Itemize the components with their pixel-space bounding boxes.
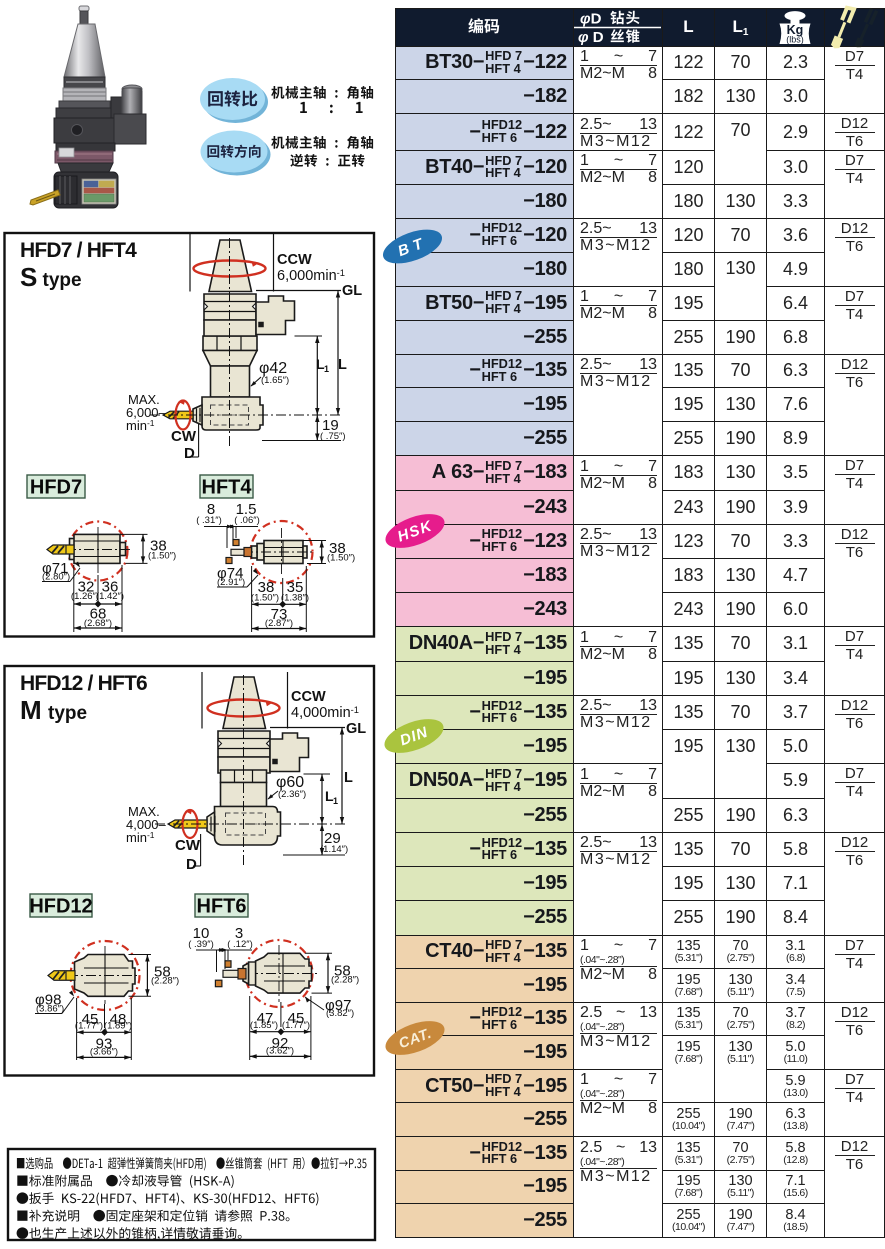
svg-text:32: 32 [78,579,95,596]
svg-text:(1.14″): (1.14″) [320,844,348,855]
svg-text:(1.89″): (1.89″) [104,1021,132,1032]
svg-text:10: 10 [193,925,210,942]
svg-text:(2.68″): (2.68″) [84,618,112,629]
svg-text:min-1: min-1 [126,830,155,845]
svg-text:D: D [186,856,197,873]
svg-text:(2.28″): (2.28″) [151,976,179,987]
svg-text:(3.62″): (3.62″) [266,1046,294,1057]
svg-text:47: 47 [257,1010,274,1027]
svg-text:HFD7: HFD7 [30,477,82,499]
svg-text:L: L [325,788,334,804]
svg-text:φ97: φ97 [325,997,351,1014]
svg-text:(1.77″): (1.77″) [75,1021,103,1032]
svg-text:( .39″): ( .39″) [188,939,214,950]
svg-text:(2.80″): (2.80″) [42,572,70,583]
svg-text:D: D [184,445,195,462]
svg-text:35: 35 [287,579,304,596]
svg-text:29: 29 [324,830,341,847]
svg-text:45: 45 [288,1010,305,1027]
svg-text:(1.38″): (1.38″) [281,593,309,604]
svg-text:19: 19 [322,417,339,434]
svg-text:M: M [20,695,42,725]
svg-text:1.5: 1.5 [236,501,257,518]
svg-text:(2.87″): (2.87″) [265,618,293,629]
svg-text:φ60: φ60 [276,774,304,791]
svg-text:(3.86″): (3.86″) [36,1004,64,1015]
svg-text:(2.28″): (2.28″) [331,975,359,986]
svg-text:type: type [43,270,82,291]
svg-text:36: 36 [102,579,119,596]
svg-text:(3.66″): (3.66″) [90,1047,118,1058]
svg-text:φ74: φ74 [217,565,243,582]
svg-text:3: 3 [235,925,243,942]
svg-text:MAX.: MAX. [128,804,160,819]
svg-text:CW: CW [175,837,201,854]
svg-text:(1.50″): (1.50″) [148,551,176,562]
svg-text:( .31″): ( .31″) [196,515,222,526]
svg-text:1: 1 [324,364,329,374]
svg-text:GL: GL [342,283,362,299]
svg-text:φ98: φ98 [35,992,61,1009]
svg-text:( .06″): ( .06″) [234,515,260,526]
svg-text:L: L [316,356,325,372]
svg-text:(1.85″): (1.85″) [250,1020,278,1031]
svg-text:38: 38 [329,540,346,557]
svg-text:CCW: CCW [277,252,312,268]
svg-text:HFD12 / HFT6: HFD12 / HFT6 [20,672,147,695]
svg-text:φ71: φ71 [42,560,68,577]
svg-text:L: L [344,770,353,786]
svg-text:MAX.: MAX. [128,392,160,407]
svg-text:4,000min-1: 4,000min-1 [291,704,359,721]
svg-text:(2.36″): (2.36″) [278,789,306,800]
svg-text:(1.50″): (1.50″) [251,593,279,604]
svg-text:38: 38 [150,538,167,555]
svg-text:GL: GL [346,721,366,737]
svg-text:6,000–: 6,000– [126,405,167,420]
svg-text:(1.26″): (1.26″) [71,591,99,602]
svg-text:4,000–: 4,000– [126,817,167,832]
svg-text:L: L [338,357,347,373]
svg-text:38: 38 [258,579,275,596]
svg-text:(2.91″): (2.91″) [217,577,245,588]
svg-text:6,000min-1: 6,000min-1 [277,267,345,284]
svg-text:HFD7 / HFT4: HFD7 / HFT4 [20,239,137,262]
svg-text:45: 45 [82,1011,99,1028]
svg-text:48: 48 [110,1011,127,1028]
svg-text:HFD12: HFD12 [29,896,92,918]
svg-text:92: 92 [272,1035,289,1052]
svg-text:(1.42″): (1.42″) [96,591,124,602]
svg-text:type: type [48,703,87,724]
svg-text:CCW: CCW [291,689,326,705]
svg-text:93: 93 [96,1036,113,1053]
svg-text:( .12″): ( .12″) [227,939,253,950]
svg-text:S: S [20,262,37,292]
svg-text:min-1: min-1 [126,418,155,433]
svg-text:58: 58 [154,964,171,981]
svg-text:φ42: φ42 [259,360,287,377]
svg-text:CW: CW [171,428,197,445]
svg-text:(1.65″): (1.65″) [261,375,289,386]
svg-text:58: 58 [334,963,351,980]
svg-text:1: 1 [333,796,338,806]
svg-text:(1.77″): (1.77″) [282,1020,310,1031]
svg-text:8: 8 [207,501,215,518]
svg-text:( .75″): ( .75″) [320,431,346,442]
svg-text:HFT6: HFT6 [197,896,247,918]
svg-text:73: 73 [271,606,288,623]
svg-text:HFT4: HFT4 [202,477,253,499]
svg-text:(3.82″): (3.82″) [326,1008,354,1019]
svg-text:68: 68 [90,606,107,623]
svg-text:(1.50″): (1.50″) [327,553,355,564]
